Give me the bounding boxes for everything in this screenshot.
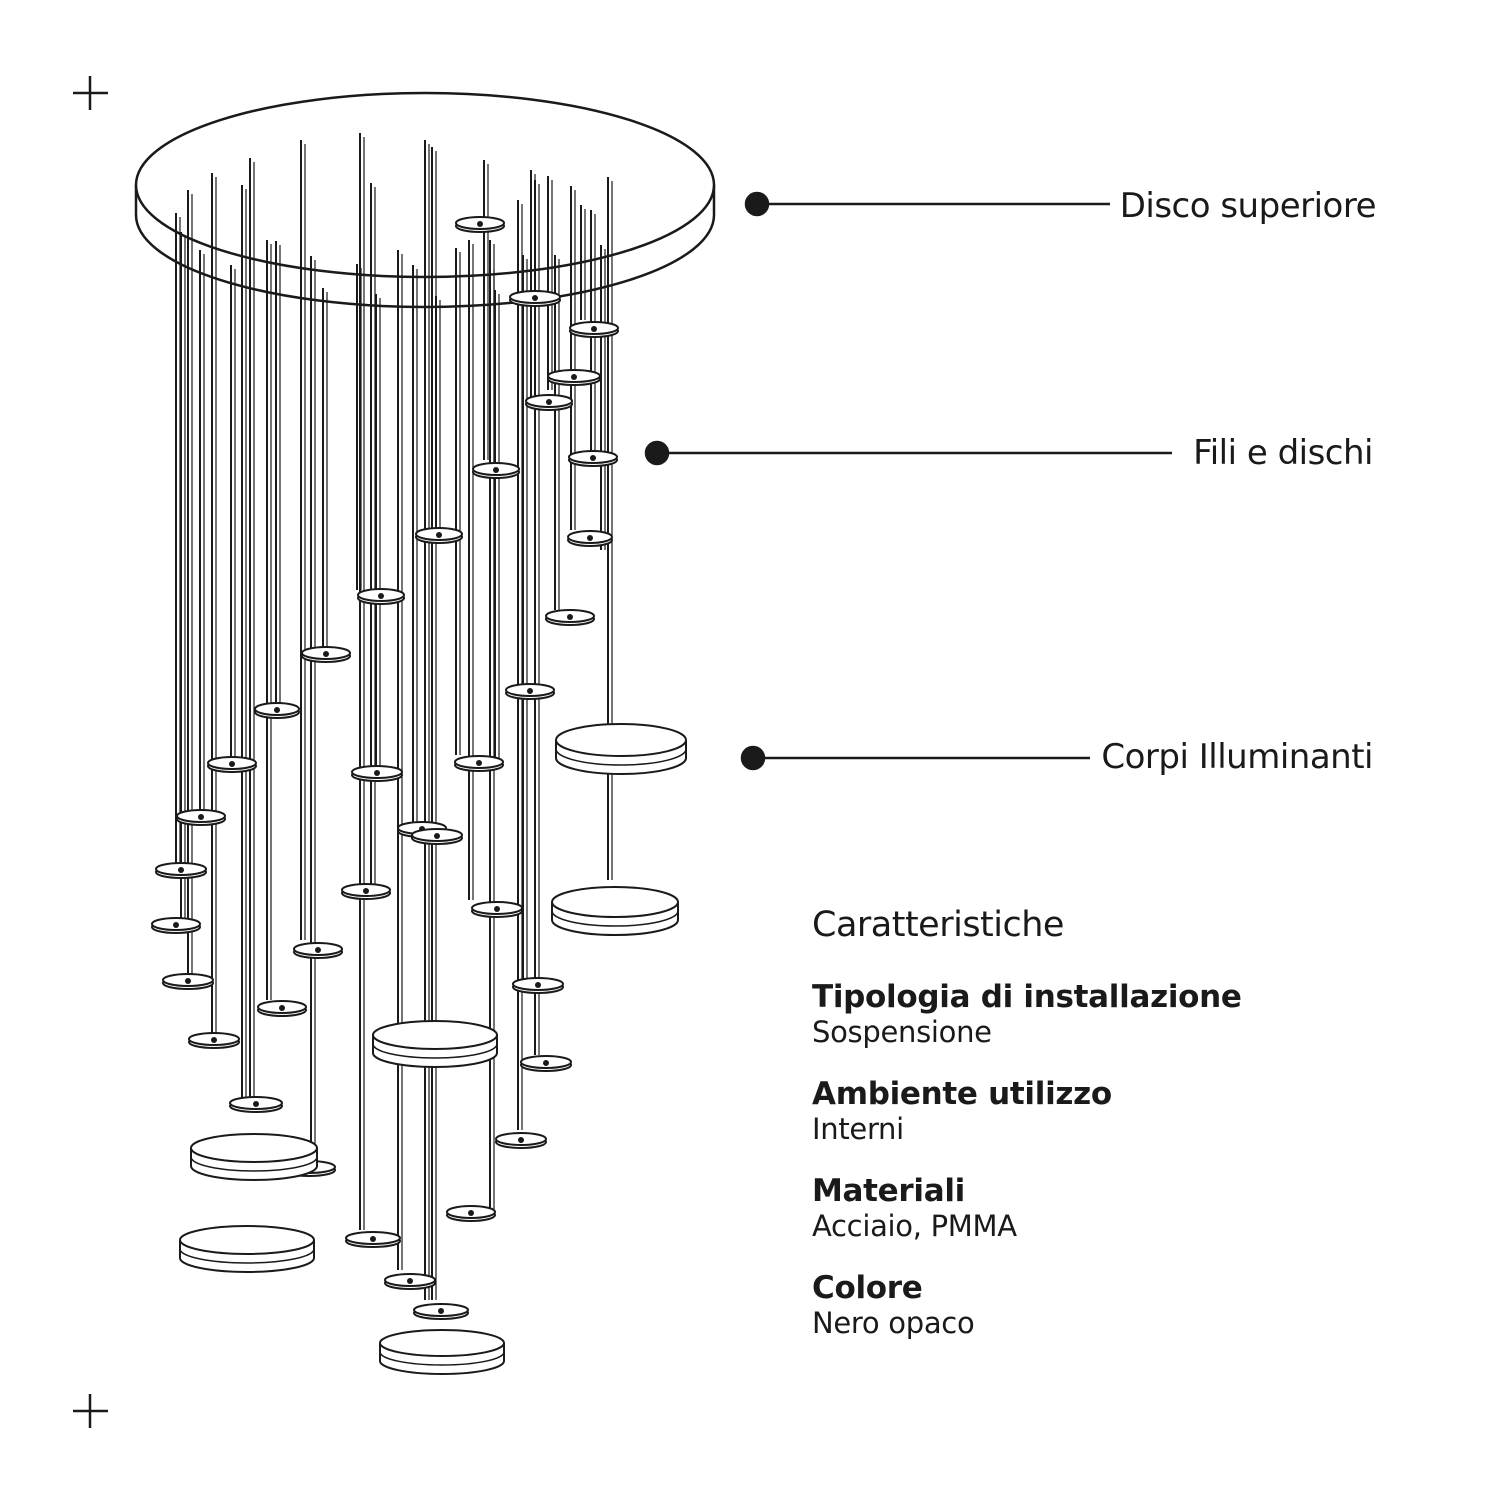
lamp-body xyxy=(379,1329,505,1375)
small-reflector-disk xyxy=(471,901,523,918)
small-reflector-disk xyxy=(155,862,207,879)
small-reflector-disk xyxy=(257,1000,307,1017)
small-disks-group xyxy=(151,216,619,1320)
lamp-body xyxy=(190,1133,318,1181)
small-reflector-disk xyxy=(547,369,601,386)
small-reflector-disk xyxy=(509,290,561,307)
callout-top-disk xyxy=(744,191,1110,217)
small-reflector-disk xyxy=(446,1205,496,1222)
small-reflector-disk xyxy=(345,1231,401,1248)
small-reflector-disk xyxy=(545,609,595,626)
lamp-body xyxy=(551,886,679,936)
small-reflector-disk xyxy=(567,530,613,547)
small-reflector-disk xyxy=(525,394,573,411)
small-reflector-disk xyxy=(411,828,463,845)
specs-title: Caratteristiche xyxy=(812,905,1064,945)
small-reflector-disk xyxy=(351,765,403,782)
small-reflector-disk xyxy=(505,683,555,700)
small-reflector-disk xyxy=(357,588,405,605)
small-reflector-disk xyxy=(254,702,300,719)
small-reflector-disk xyxy=(207,756,257,773)
spec-value: Acciaio, PMMA xyxy=(812,1209,1017,1243)
spec-environment: Ambiente utilizzo Interni xyxy=(812,1076,1452,1146)
wires-group xyxy=(175,133,613,1300)
registration-mark-top xyxy=(73,76,108,110)
small-reflector-disk xyxy=(495,1132,547,1149)
callout-wires-disks xyxy=(644,440,1172,466)
callout-lamp-bodies xyxy=(740,745,1090,771)
small-reflector-disk xyxy=(413,1303,469,1320)
small-reflector-disk xyxy=(229,1096,283,1113)
lamp-body xyxy=(555,723,687,775)
small-reflector-disk xyxy=(569,321,619,338)
lamp-body xyxy=(179,1225,315,1273)
small-reflector-disk xyxy=(455,216,505,233)
spec-color: Colore Nero opaco xyxy=(812,1270,1452,1340)
small-reflector-disk xyxy=(162,973,214,990)
small-reflector-disk xyxy=(415,527,463,544)
spec-name: Materiali xyxy=(812,1173,965,1209)
callout-label-wires-disks: Fili e dischi xyxy=(1193,433,1373,473)
small-reflector-disk xyxy=(293,942,343,959)
small-reflector-disk xyxy=(512,977,564,994)
lamp-bodies-group xyxy=(179,723,687,1375)
spec-name: Tipologia di installazione xyxy=(812,979,1242,1015)
spec-name: Colore xyxy=(812,1270,923,1306)
small-reflector-disk xyxy=(454,755,504,772)
spec-name: Ambiente utilizzo xyxy=(812,1076,1112,1112)
small-reflector-disk xyxy=(176,809,226,826)
spec-materials: Materiali Acciaio, PMMA xyxy=(812,1173,1452,1243)
spec-value: Interni xyxy=(812,1112,904,1146)
small-reflector-disk xyxy=(520,1055,572,1072)
spec-value: Nero opaco xyxy=(812,1306,975,1340)
registration-mark-bottom xyxy=(73,1394,108,1428)
lamp-body xyxy=(372,1020,498,1068)
small-reflector-disk xyxy=(188,1032,240,1049)
small-reflector-disk xyxy=(472,462,520,479)
small-reflector-disk xyxy=(301,646,351,663)
callout-label-top-disk: Disco superiore xyxy=(1119,186,1377,226)
small-reflector-disk xyxy=(568,450,618,467)
spec-installation-type: Tipologia di installazione Sospensione xyxy=(812,979,1452,1049)
small-reflector-disk xyxy=(151,917,201,934)
spec-value: Sospensione xyxy=(812,1015,992,1049)
specifications-panel: Caratteristiche Tipologia di installazio… xyxy=(812,905,1452,1367)
small-reflector-disk xyxy=(341,883,391,900)
small-reflector-disk xyxy=(384,1273,436,1290)
callout-label-lamp-bodies: Corpi Illuminanti xyxy=(1101,737,1373,777)
